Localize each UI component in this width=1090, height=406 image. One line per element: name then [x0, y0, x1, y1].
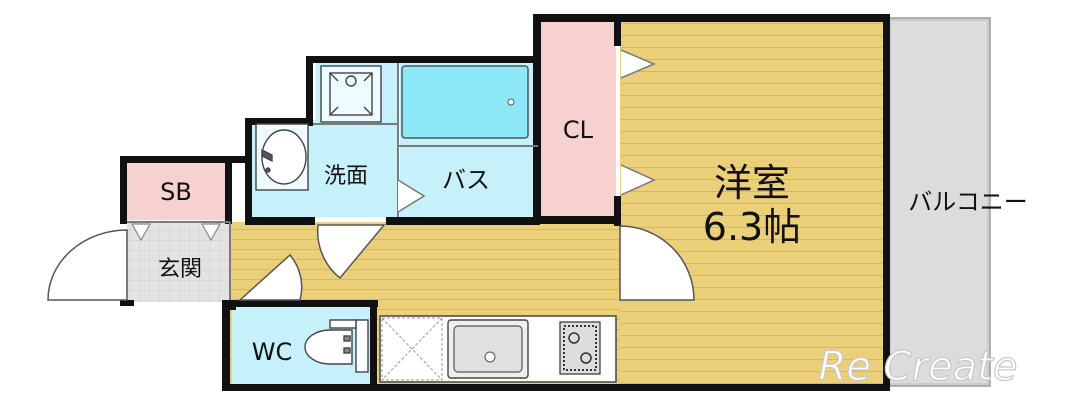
shoe-box-floor [127, 162, 225, 220]
watermark: Re Create [819, 344, 1018, 390]
shoe-box-doors [130, 223, 222, 242]
kitchen [379, 315, 617, 383]
bathtub [401, 65, 529, 139]
closet-label: CL [563, 116, 594, 144]
western-room-name: 洋室 [714, 161, 790, 205]
balcony-label: バルコニー [908, 188, 1028, 216]
doors [47, 224, 695, 301]
bath-label: バス [442, 166, 490, 194]
closet-door-markers [397, 49, 656, 213]
laundry-pan [320, 65, 382, 123]
toilet-label: WC [252, 338, 293, 366]
closet-floor [540, 22, 616, 218]
shoe-storage-label: SB [160, 178, 192, 206]
walls [120, 14, 890, 391]
western-room-size: 6.3帖 [703, 205, 801, 249]
entrance-label: 玄関 [158, 257, 202, 282]
western-room-floor [620, 22, 886, 384]
wash-basin [255, 123, 309, 191]
washroom-label: 洗面 [324, 164, 368, 189]
toilet-fixture [304, 319, 369, 373]
balcony [887, 17, 991, 387]
